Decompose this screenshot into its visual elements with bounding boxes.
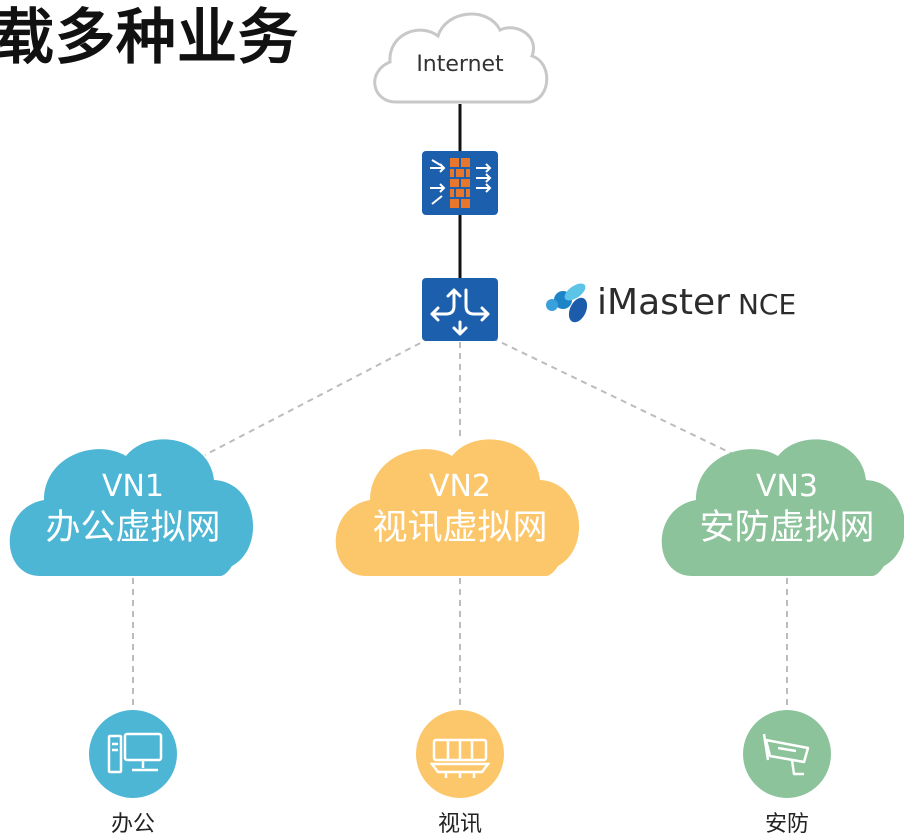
- office-endpoint: [89, 710, 177, 798]
- vn3-name: 安防虚拟网: [699, 508, 875, 548]
- core-switch-icon: [422, 278, 498, 341]
- security-endpoint-label: 安防: [764, 812, 809, 837]
- internet-cloud: [373, 12, 549, 104]
- vn1-cloud: [9, 439, 254, 576]
- office-pc-icon: [107, 732, 163, 774]
- vn3-cloud: [661, 439, 904, 576]
- firewall-icon: [422, 151, 498, 215]
- video-conference-icon: [429, 738, 491, 778]
- switch-to-vn3-link: [491, 337, 736, 456]
- vn1-cloud-text: VN1 办公虚拟网: [18, 470, 248, 548]
- office-endpoint-label: 办公: [110, 812, 155, 837]
- security-endpoint: [743, 710, 831, 798]
- security-camera-icon: [762, 733, 810, 776]
- brand-sub: NCE: [737, 287, 797, 321]
- imaster-logo-placeholder: [543, 280, 587, 324]
- vn2-name: 视讯虚拟网: [372, 508, 548, 548]
- internet-label: Internet: [416, 52, 504, 77]
- brand-name: iMaster: [597, 281, 730, 323]
- imaster-logo-icon: [546, 283, 588, 323]
- vn1-id: VN1: [101, 469, 165, 504]
- switch-to-vn1-link: [204, 337, 431, 456]
- vn3-cloud-text: VN3 安防虚拟网: [672, 470, 902, 548]
- vn2-cloud-text: VN2 视讯虚拟网: [345, 470, 575, 548]
- vn3-id: VN3: [755, 469, 819, 504]
- video-endpoint-label: 视讯: [437, 812, 482, 837]
- vn1-name: 办公虚拟网: [45, 508, 221, 548]
- page-title: 载多种业务: [0, 3, 299, 73]
- vn2-cloud: [335, 439, 580, 576]
- vn2-id: VN2: [428, 469, 492, 504]
